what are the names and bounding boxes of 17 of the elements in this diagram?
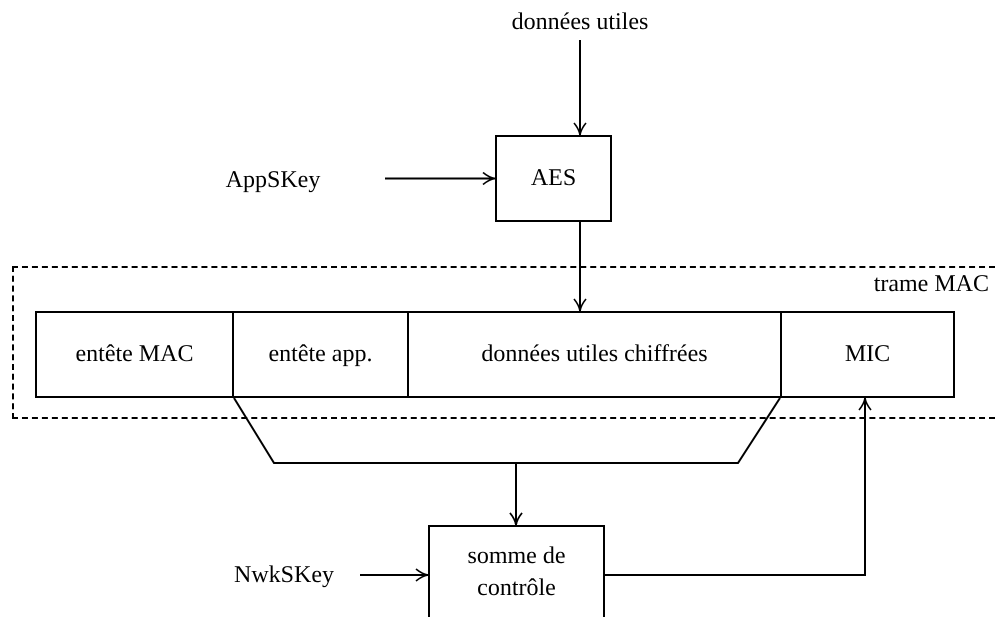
process-box (407, 311, 782, 398)
process-box (428, 525, 605, 617)
node-label: MIC (844, 340, 892, 370)
node-label: entête MAC (74, 340, 194, 370)
process-box (780, 311, 955, 398)
node-label: AppSKey (224, 166, 322, 195)
dashed-frame (12, 266, 995, 419)
node-label: AES (530, 164, 578, 194)
node-label: NwkSKey (233, 560, 335, 590)
node-label: données utiles chiffrées (480, 340, 709, 370)
process-box (495, 135, 612, 222)
node-label: somme de contrôle (466, 542, 566, 603)
process-box (35, 311, 234, 398)
frame-label: trame MAC (874, 272, 989, 296)
node-label: données utiles (510, 8, 650, 37)
process-box (232, 311, 409, 398)
node-label: entête app. (268, 340, 374, 370)
